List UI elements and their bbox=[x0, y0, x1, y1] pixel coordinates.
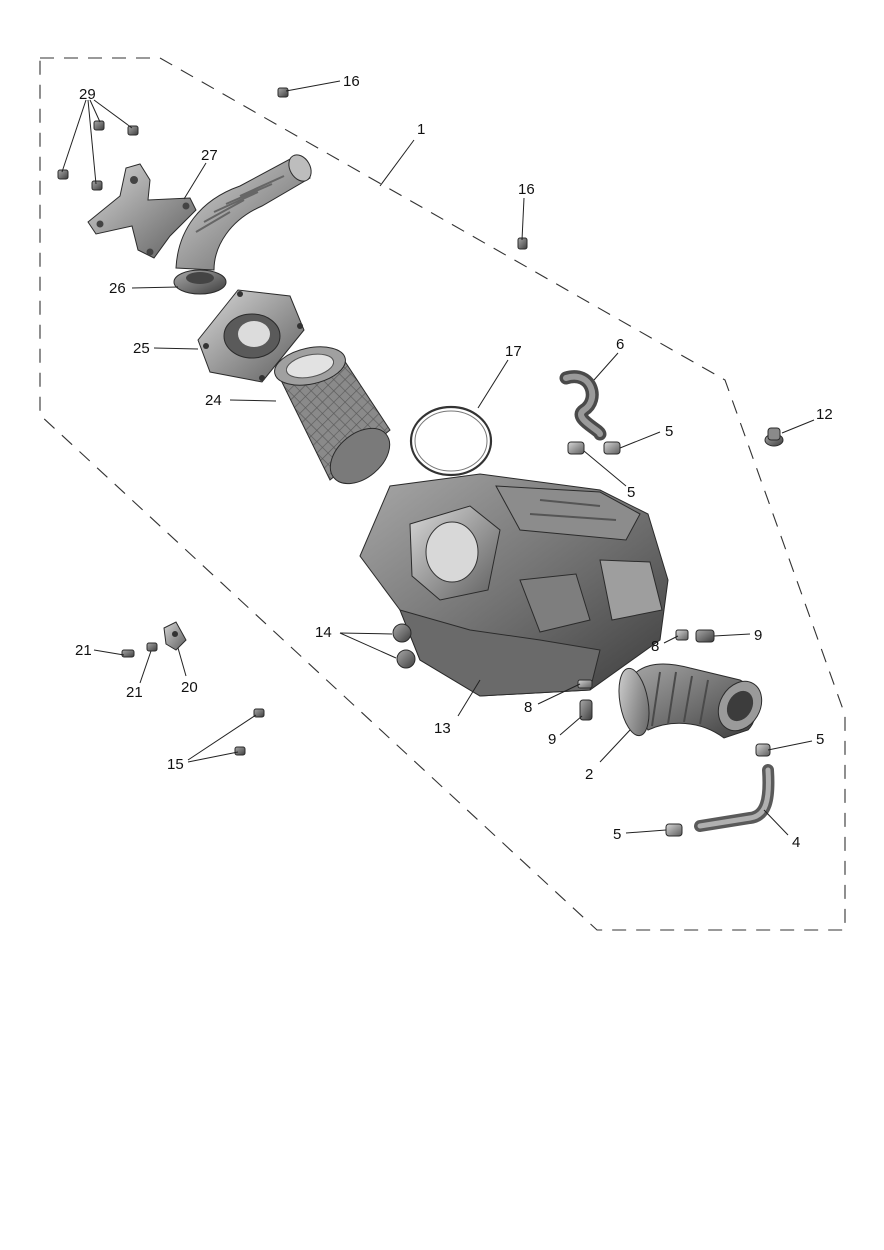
callout-21-left: 21 bbox=[75, 642, 92, 659]
part-21-screws bbox=[121, 642, 158, 658]
callout-17: 17 bbox=[505, 343, 522, 360]
part-8-9-fittings-right bbox=[675, 629, 715, 643]
callout-26: 26 bbox=[109, 280, 126, 297]
callout-9-right: 9 bbox=[754, 627, 762, 644]
callout-29: 29 bbox=[79, 86, 96, 103]
callout-2: 2 bbox=[585, 766, 593, 783]
part-15-bolts bbox=[234, 708, 265, 756]
part-13-airbox bbox=[359, 473, 669, 697]
callout-8-right: 8 bbox=[651, 638, 659, 655]
callout-9-lower: 9 bbox=[548, 731, 556, 748]
part-20-clip bbox=[163, 621, 187, 651]
part-2-intake-boot bbox=[618, 663, 763, 739]
callout-13: 13 bbox=[434, 720, 451, 737]
callout-20: 20 bbox=[181, 679, 198, 696]
callout-12: 12 bbox=[816, 406, 833, 423]
callout-16-right: 16 bbox=[518, 181, 535, 198]
leader-lines bbox=[61, 80, 815, 836]
part-8-9-fittings-lower bbox=[577, 679, 593, 721]
callout-24: 24 bbox=[205, 392, 222, 409]
callout-8-lower: 8 bbox=[524, 699, 532, 716]
part-17-o-ring bbox=[409, 405, 493, 477]
part-25-flange bbox=[197, 289, 305, 383]
callout-16-upper: 16 bbox=[343, 73, 360, 90]
callout-4: 4 bbox=[792, 834, 800, 851]
callout-5-lower-right: 5 bbox=[816, 731, 824, 748]
callout-labels: 1 29 16 27 16 26 25 24 17 6 12 5 5 14 8 … bbox=[75, 73, 833, 851]
callout-21-lower: 21 bbox=[126, 684, 143, 701]
assembly-boundary bbox=[39, 57, 846, 931]
part-26-intake-duct bbox=[173, 154, 312, 295]
part-24-air-filter bbox=[274, 346, 391, 485]
callout-6: 6 bbox=[616, 336, 624, 353]
callout-5-lower-left: 5 bbox=[613, 826, 621, 843]
part-12-grommet bbox=[764, 427, 784, 447]
part-27-bracket bbox=[87, 163, 197, 259]
part-16-29-bolts bbox=[57, 87, 528, 250]
part-5-clamps-lower bbox=[665, 743, 771, 837]
callout-25: 25 bbox=[133, 340, 150, 357]
part-5-clamps-upper bbox=[567, 441, 621, 455]
callout-27: 27 bbox=[201, 147, 218, 164]
callout-14: 14 bbox=[315, 624, 332, 641]
callout-15: 15 bbox=[167, 756, 184, 773]
callout-1: 1 bbox=[417, 121, 425, 138]
callout-5-upper-left: 5 bbox=[627, 484, 635, 501]
callout-5-upper-right: 5 bbox=[665, 423, 673, 440]
part-14-rubber-mounts bbox=[392, 623, 416, 669]
